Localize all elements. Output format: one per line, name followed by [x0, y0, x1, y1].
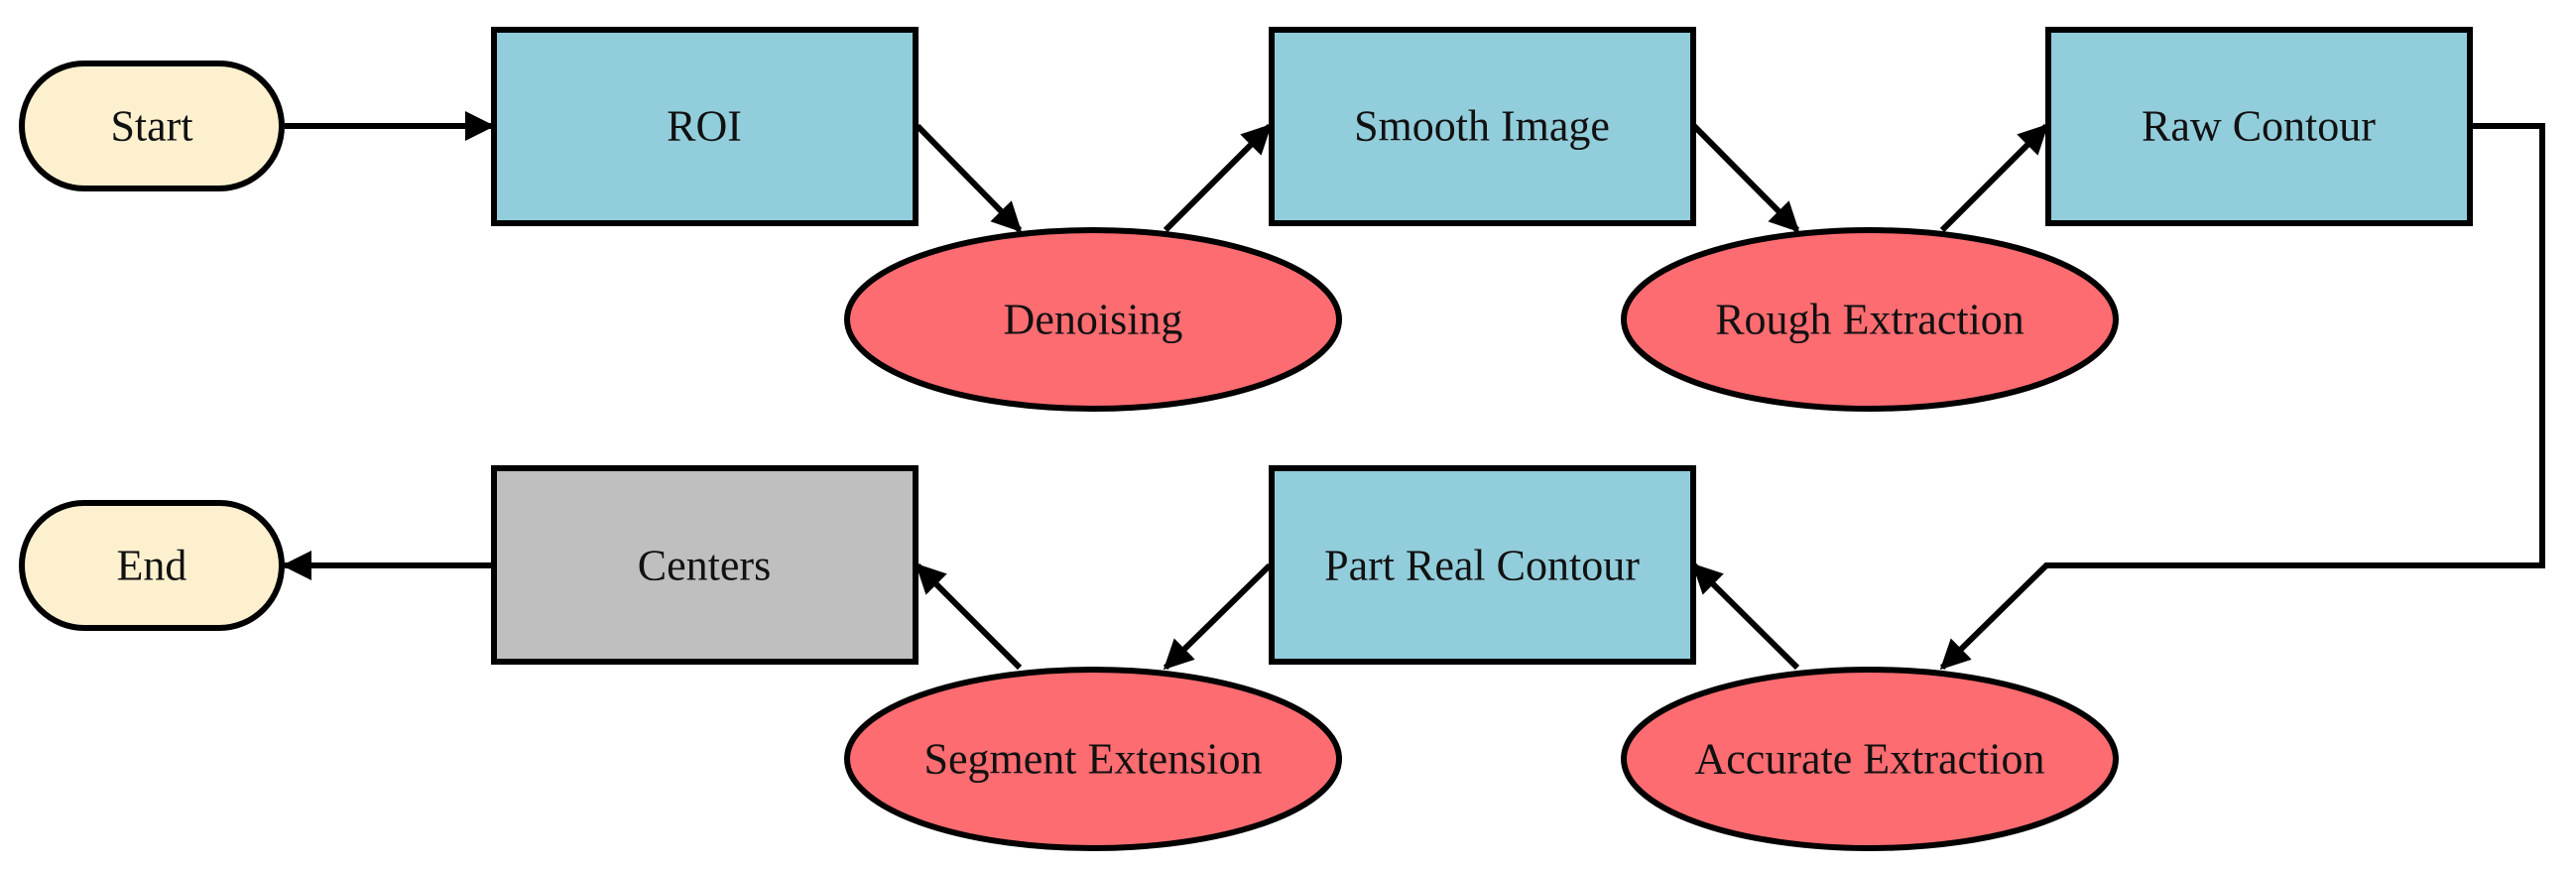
node-denoising-label: Denoising	[1004, 296, 1183, 344]
terminal-shape	[19, 500, 285, 631]
node-accurate-extraction-label: Accurate Extraction	[1694, 735, 2044, 784]
output-shape	[491, 465, 919, 665]
node-accurate-extraction: Accurate Extraction	[1621, 667, 2119, 851]
edge-rough-extraction-to-raw-contour	[1939, 123, 2049, 233]
node-centers-label: Centers	[638, 542, 771, 590]
node-rough-extraction-label: Rough Extraction	[1715, 296, 2024, 344]
node-raw-contour: Raw Contour	[2045, 27, 2473, 226]
operation-shape	[1621, 227, 2119, 412]
node-part-real-contour: Part Real Contour	[1269, 465, 1696, 665]
node-rough-extraction: Rough Extraction	[1621, 227, 2119, 412]
edge-part-real-contour-to-segment-extension	[1163, 562, 1273, 671]
edge-accurate-extraction-to-part-real-contour	[1691, 562, 1800, 671]
operation-shape	[1621, 667, 2119, 851]
edge-segment-extension-to-centers	[915, 562, 1023, 671]
node-smooth-image: Smooth Image	[1269, 27, 1696, 226]
node-raw-contour-label: Raw Contour	[2142, 102, 2376, 151]
operation-shape	[844, 667, 1342, 851]
node-denoising: Denoising	[844, 227, 1342, 412]
node-roi: ROI	[491, 27, 919, 226]
node-start-label: Start	[110, 102, 192, 151]
node-smooth-image-label: Smooth Image	[1354, 102, 1610, 151]
edge-denoising-to-smooth-image	[1163, 123, 1273, 233]
edge-roi-to-denoising	[915, 123, 1023, 233]
node-segment-extension: Segment Extension	[844, 667, 1342, 851]
node-centers: Centers	[491, 465, 919, 665]
process-shape	[1269, 27, 1696, 226]
node-part-real-contour-label: Part Real Contour	[1324, 542, 1640, 590]
process-shape	[491, 27, 919, 226]
node-segment-extension-label: Segment Extension	[924, 735, 1263, 784]
node-start: Start	[19, 61, 285, 191]
edge-raw-contour-to-accurate-extraction	[1939, 123, 2545, 671]
node-roi-label: ROI	[667, 102, 742, 151]
operation-shape	[844, 227, 1342, 412]
node-end: End	[19, 500, 285, 631]
node-end-label: End	[117, 542, 187, 590]
edges	[282, 111, 2545, 671]
edge-smooth-image-to-rough-extraction	[1691, 123, 1800, 233]
process-shape	[1269, 465, 1696, 665]
process-shape	[2045, 27, 2473, 226]
terminal-shape	[19, 61, 285, 191]
